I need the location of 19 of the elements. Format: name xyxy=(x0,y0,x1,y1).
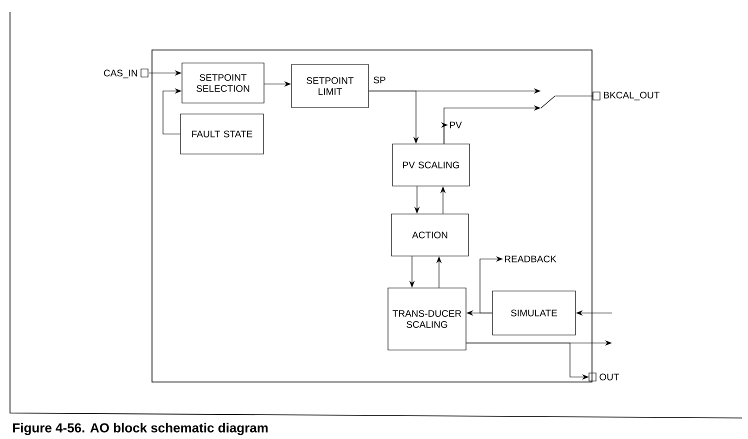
signal-label: READBACK xyxy=(504,256,556,262)
input-terminal: CAS_IN xyxy=(104,68,148,78)
process-box: ACTION xyxy=(391,214,469,256)
node-label: BKCAL_OUT xyxy=(604,92,660,100)
signal-label: PV xyxy=(450,122,462,128)
process-box: FAULT STATE xyxy=(180,114,264,154)
process-box: PV SCALING xyxy=(392,144,470,186)
node-label: CAS_IN xyxy=(104,70,138,78)
output-terminal: OUT xyxy=(588,372,620,382)
output-terminal: BKCAL_OUT xyxy=(592,92,660,100)
process-box: SETPOINT LIMIT xyxy=(291,64,369,108)
switch-symbol xyxy=(540,96,556,108)
process-box: SIMULATE xyxy=(492,290,576,336)
node-label: OUT xyxy=(600,374,620,380)
signal-label: SP xyxy=(374,76,386,84)
process-box: SETPOINT SELECTION xyxy=(182,62,264,104)
process-box: TRANS-DUCER SCALING xyxy=(388,288,466,350)
block-outline xyxy=(152,50,592,382)
figure-caption: Figure 4-56. AO block schematic diagram xyxy=(13,422,268,436)
